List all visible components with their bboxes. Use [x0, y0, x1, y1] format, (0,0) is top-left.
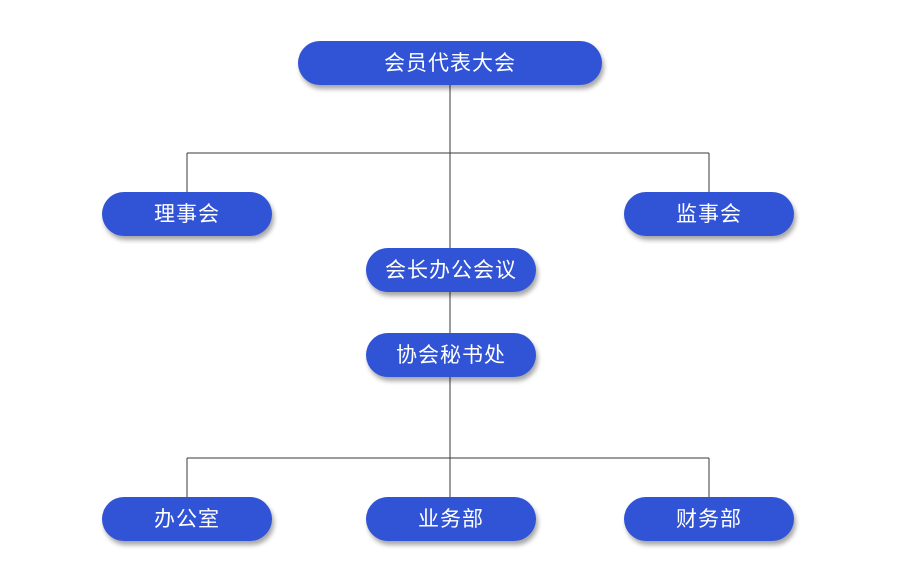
- node-finance-dept: 财务部: [624, 497, 794, 541]
- node-secretariat: 协会秘书处: [366, 333, 536, 377]
- node-presidents-meeting: 会长办公会议: [366, 248, 536, 292]
- node-members-assembly: 会员代表大会: [298, 41, 602, 85]
- node-business-dept: 业务部: [366, 497, 536, 541]
- node-council: 理事会: [102, 192, 272, 236]
- node-supervisory-board: 监事会: [624, 192, 794, 236]
- node-office: 办公室: [102, 497, 272, 541]
